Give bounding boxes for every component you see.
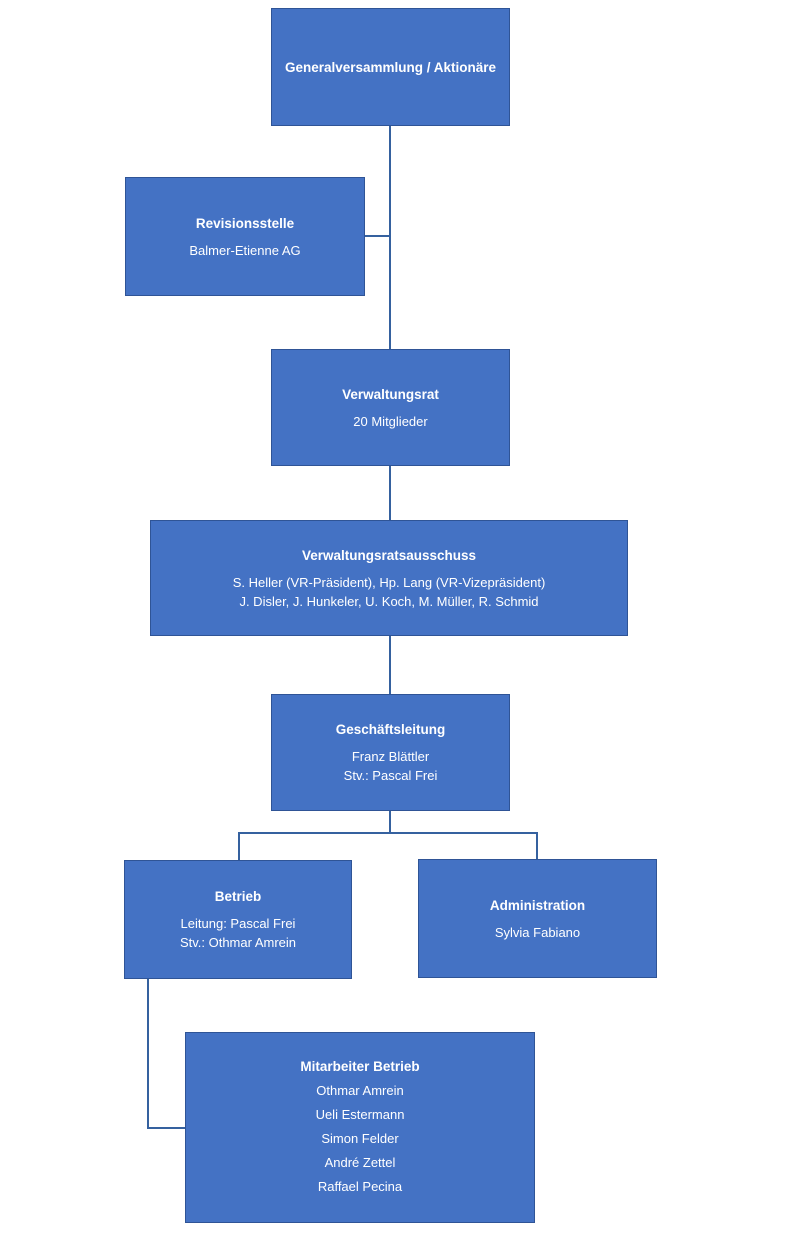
org-box-geschaeftsleitung: Geschäftsleitung Franz Blättler Stv.: Pa… [271,694,510,811]
connector-verwaltungsrat-to-ausschuss [389,466,391,520]
connector-to-administration [536,832,538,860]
org-box-title: Geschäftsleitung [335,722,446,737]
org-box-body-line: Ueli Estermann [315,1107,405,1122]
org-box-administration: Administration Sylvia Fabiano [418,859,657,978]
org-box-revisionsstelle: Revisionsstelle Balmer-Etienne AG [125,177,365,296]
org-box-title: Mitarbeiter Betrieb [300,1058,420,1074]
org-box-body-line: Simon Felder [321,1131,399,1146]
org-box-body-line: Stv.: Pascal Frei [343,768,438,783]
org-box-generalversammlung: Generalversammlung / Aktionäre [271,8,510,126]
org-box-body-line: Raffael Pecina [317,1179,403,1194]
org-box-title: Generalversammlung / Aktionäre [284,59,497,75]
connector-branch-horizontal [238,832,537,834]
connector-betrieb-down [147,978,149,1129]
connector-to-mitarbeiter-betrieb [147,1127,185,1129]
connector-revisionsstelle-branch [365,235,390,237]
org-box-title: Verwaltungsratsausschuss [301,547,477,563]
org-box-body-line: Othmar Amrein [316,1083,404,1098]
org-box-body-line: S. Heller (VR-Präsident), Hp. Lang (VR-V… [232,574,546,590]
connector-geschaeftsleitung-down [389,811,391,834]
org-box-body-line: 20 Mitglieder [353,413,428,429]
org-box-title: Administration [489,897,586,913]
org-box-body-line: J. Disler, J. Hunkeler, U. Koch, M. Müll… [239,593,539,609]
org-box-title: Revisionsstelle [195,215,295,231]
connector-ausschuss-to-geschaeftsleitung [389,636,391,694]
org-box-body-line: André Zettel [324,1155,396,1170]
org-box-verwaltungsratsausschuss: Verwaltungsratsausschuss S. Heller (VR-P… [150,520,628,636]
connector-to-betrieb [238,832,240,861]
org-box-betrieb: Betrieb Leitung: Pascal Frei Stv.: Othma… [124,860,352,979]
org-box-body-line: Sylvia Fabiano [494,924,581,940]
org-box-title: Verwaltungsrat [342,386,439,402]
org-box-mitarbeiter-betrieb: Mitarbeiter Betrieb Othmar Amrein Ueli E… [185,1032,535,1223]
org-box-body-line: Balmer-Etienne AG [189,242,301,258]
org-box-body-line: Leitung: Pascal Frei [180,916,296,931]
org-box-body-line: Franz Blättler [351,749,430,764]
org-box-title: Betrieb [214,889,262,904]
org-box-body-line: Stv.: Othmar Amrein [179,935,297,950]
connector-generalversammlung-to-verwaltungsrat [389,126,391,349]
org-box-verwaltungsrat: Verwaltungsrat 20 Mitglieder [271,349,510,466]
